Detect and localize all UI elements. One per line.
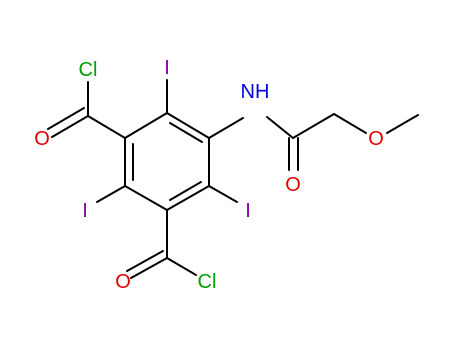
bond xyxy=(87,115,126,139)
atom-o-ether: O xyxy=(368,128,384,150)
double-bond xyxy=(126,250,164,272)
bond xyxy=(208,117,244,139)
atom-o-bottom: O xyxy=(115,271,131,293)
ring-bond xyxy=(124,185,168,211)
bond xyxy=(208,185,238,203)
ring-double-bond xyxy=(169,122,203,143)
substituent-bonds xyxy=(47,79,419,279)
atom-labels: Cl O I NH O O I I O Cl xyxy=(34,57,384,293)
ring-double-bond xyxy=(169,181,202,201)
ring-bond xyxy=(166,185,210,211)
bond xyxy=(266,116,294,139)
ring-bond xyxy=(124,112,168,139)
bond xyxy=(333,113,367,134)
atom-i-left: I xyxy=(82,200,88,222)
double-bond xyxy=(130,257,168,279)
atom-i-top: I xyxy=(164,57,170,79)
double-bond xyxy=(51,115,89,138)
atom-o-top-left: O xyxy=(34,128,50,150)
ring-bond xyxy=(166,112,210,139)
bond xyxy=(386,114,419,134)
benzene-ring xyxy=(124,112,210,211)
atom-cl-bottom: Cl xyxy=(198,271,217,293)
atom-o-amide: O xyxy=(285,174,301,196)
atom-nh: NH xyxy=(241,81,270,103)
bond xyxy=(96,185,126,203)
bond xyxy=(166,257,197,276)
double-bond xyxy=(47,107,85,130)
atom-cl-top: Cl xyxy=(79,59,98,81)
atom-i-right: I xyxy=(245,200,251,222)
bond xyxy=(292,113,335,139)
